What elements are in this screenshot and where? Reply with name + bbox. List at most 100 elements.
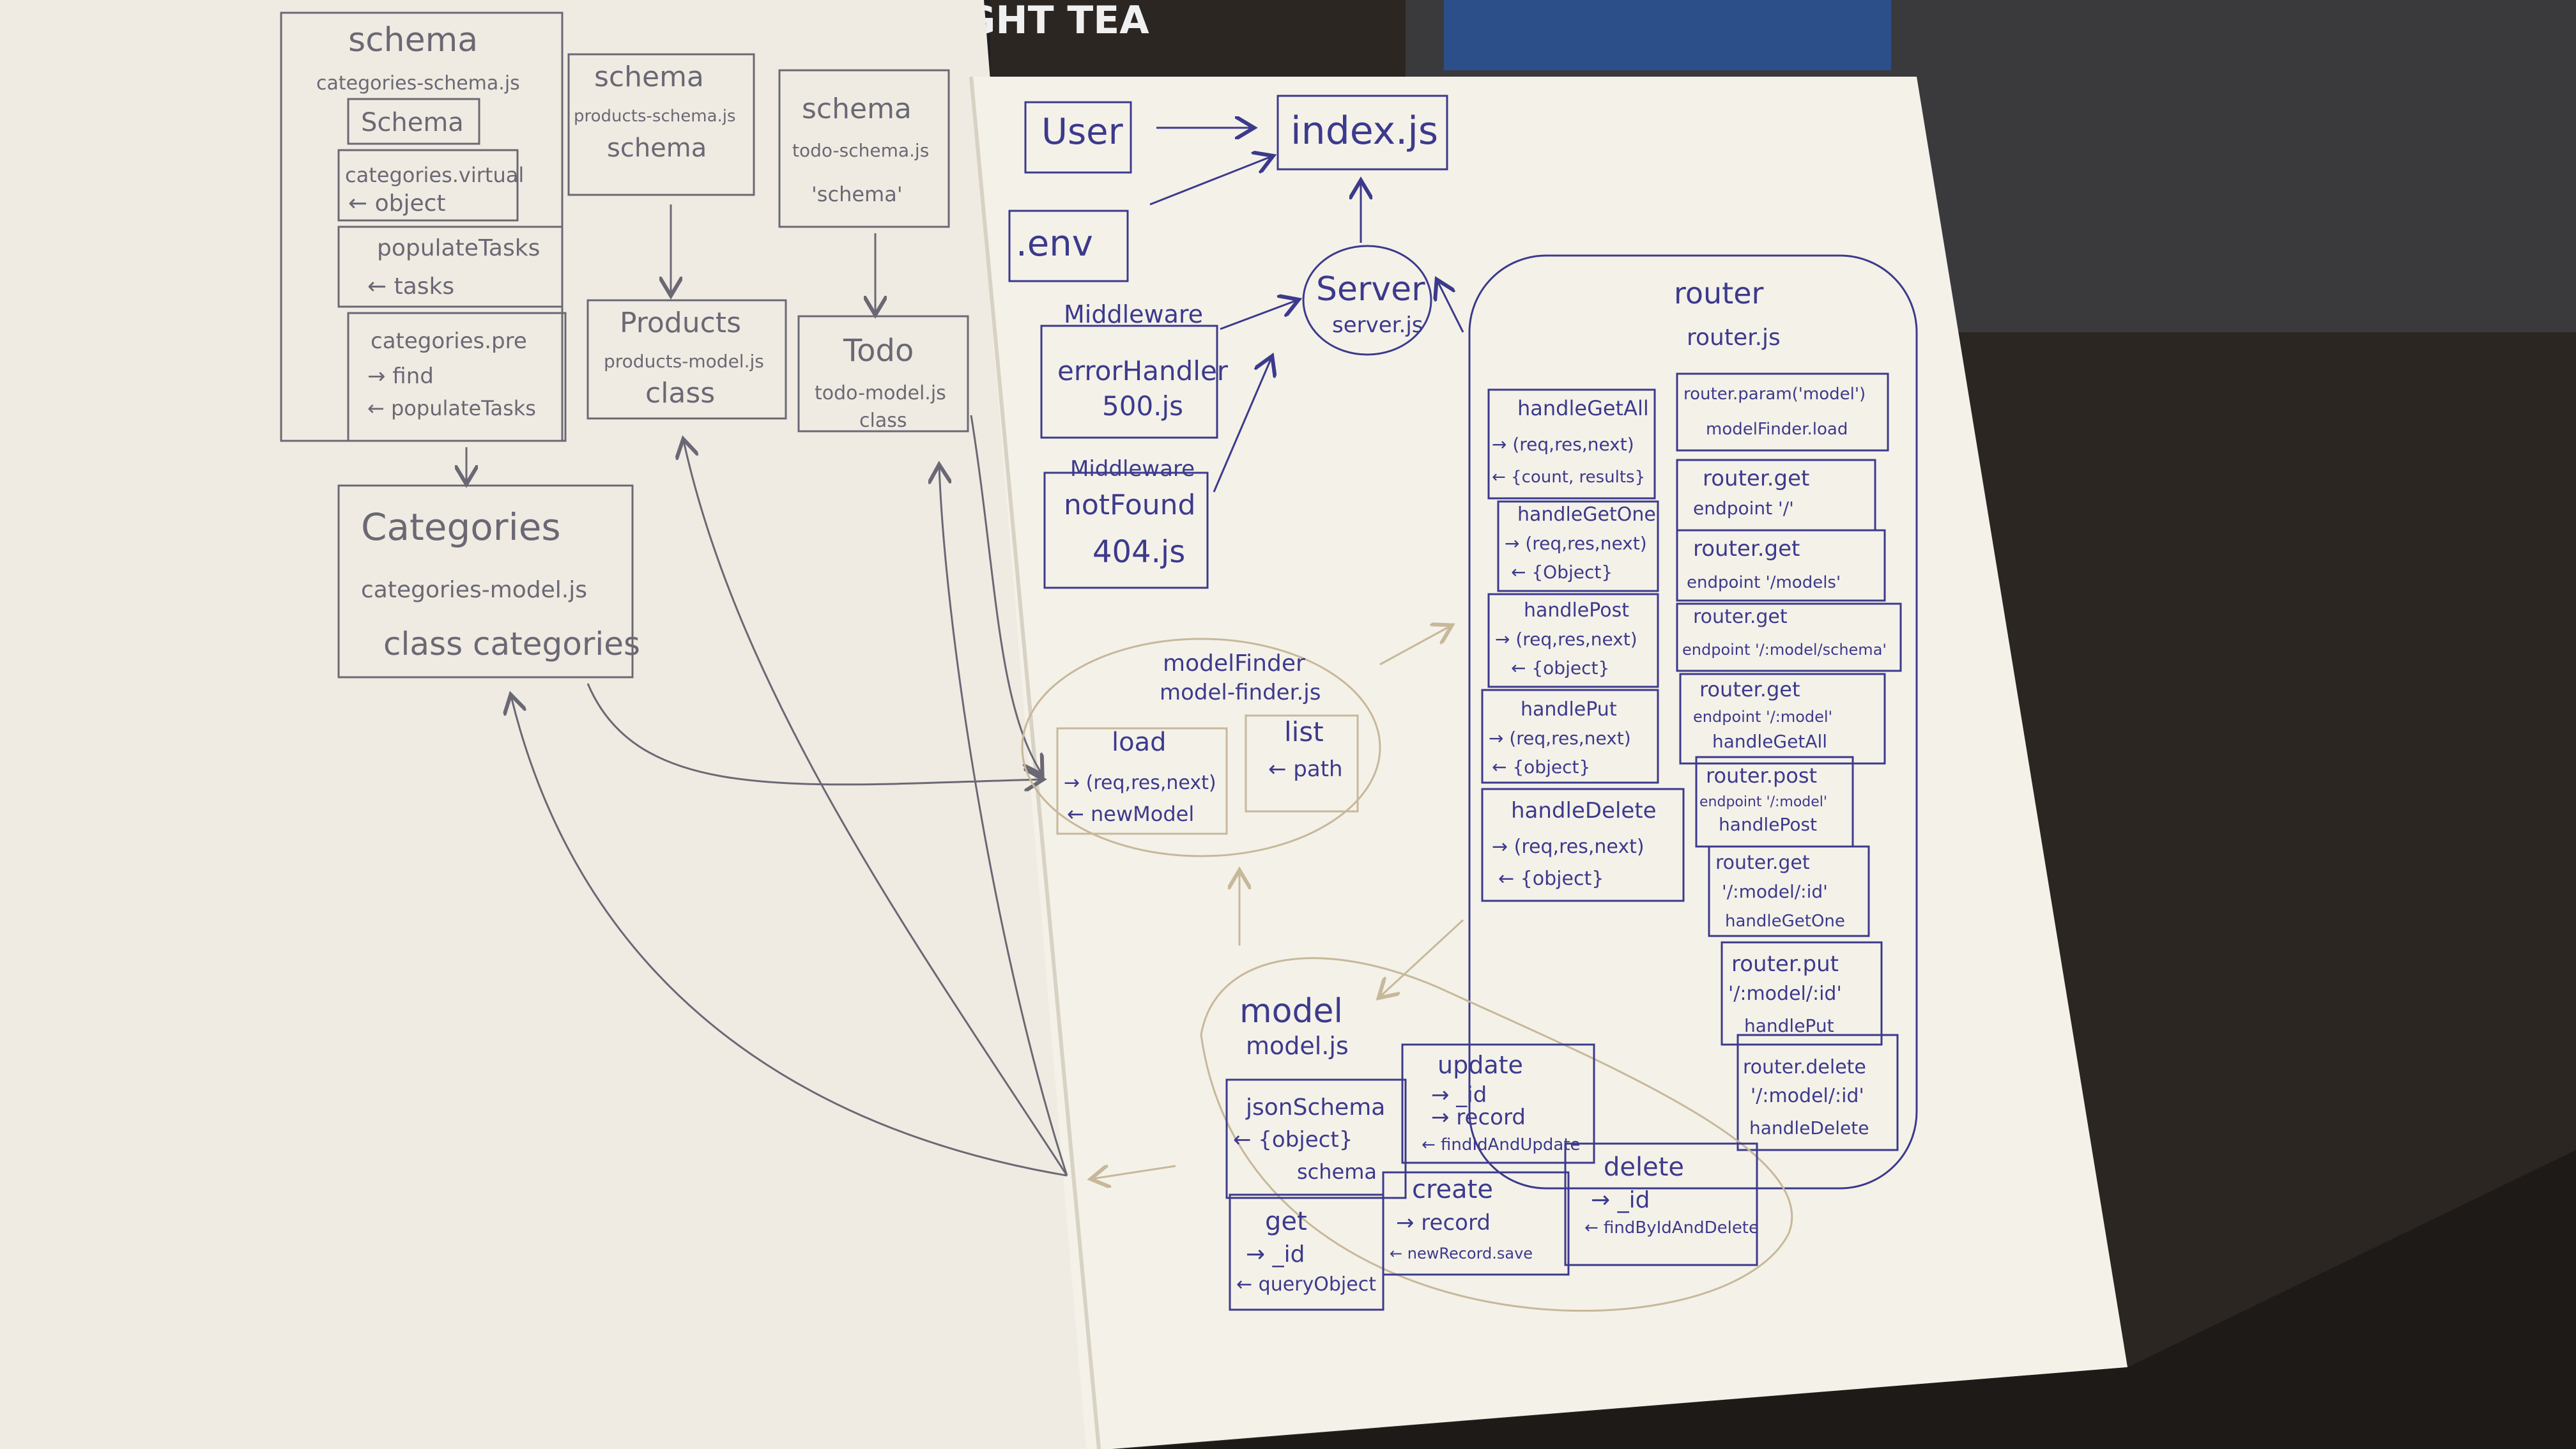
foreground-shadow xyxy=(1124,1150,2576,1449)
route-put: router.put'/:model/:id'handlePut xyxy=(1728,951,1842,1036)
svg-text:→ (req,res,next): → (req,res,next) xyxy=(1492,434,1634,455)
svg-text:endpoint '/': endpoint '/' xyxy=(1693,498,1794,519)
svg-text:handlePut: handlePut xyxy=(1744,1015,1834,1036)
index-label: index.js xyxy=(1291,109,1438,153)
svg-text:handleDelete: handleDelete xyxy=(1749,1117,1869,1138)
svg-text:← {object}: ← {object} xyxy=(1498,868,1604,890)
handler-post: handlePost→ (req,res,next)← {object} xyxy=(1495,599,1637,678)
svg-text:← {count, results}: ← {count, results} xyxy=(1492,468,1645,487)
delete-ret: ← findByIdAndDelete xyxy=(1584,1218,1759,1238)
pencil-arrows xyxy=(466,204,1068,1177)
categories-schema-title: schema xyxy=(348,21,478,59)
svg-text:router.get: router.get xyxy=(1703,466,1809,491)
update-arg-id: → _id xyxy=(1431,1082,1487,1108)
route-delete: router.delete '/:model/:id' handleDelete xyxy=(1743,1056,1869,1138)
svg-text:router.get: router.get xyxy=(1715,852,1810,874)
error-mw-heading: Middleware xyxy=(1064,300,1203,328)
categories-schema-label: Schema xyxy=(361,108,464,137)
svg-text:← {object}: ← {object} xyxy=(1511,657,1609,678)
todo-schema-label: 'schema' xyxy=(811,182,903,206)
svg-text:router.get: router.get xyxy=(1699,677,1800,702)
svg-text:handlePost: handlePost xyxy=(1719,814,1817,835)
delete-method: delete xyxy=(1604,1153,1684,1182)
todo-model-file: todo-model.js xyxy=(815,382,946,404)
left-page-text: schema categories-schema.js Schema categ… xyxy=(316,21,946,663)
update-ret: ← findIdAndUpdate xyxy=(1422,1135,1581,1154)
svg-text:router.delete: router.delete xyxy=(1743,1056,1866,1078)
svg-text:→ (req,res,next): → (req,res,next) xyxy=(1505,533,1647,554)
left-page xyxy=(0,0,1099,1449)
jsonschema-ret: ← {object} xyxy=(1233,1127,1353,1153)
products-model-class: class xyxy=(645,377,715,410)
modelfinder-shapes xyxy=(1021,626,1793,1312)
get-ret: ← queryObject xyxy=(1236,1273,1376,1296)
create-method: create xyxy=(1412,1175,1493,1204)
svg-text:'/:model/:id': '/:model/:id' xyxy=(1722,881,1828,902)
ink-boxes xyxy=(1008,95,1918,1190)
products-model-file: products-model.js xyxy=(604,351,764,372)
handler-delete: handleDelete→ (req,res,next)← {object} xyxy=(1492,798,1657,890)
svg-text:endpoint '/:model/schema': endpoint '/:model/schema' xyxy=(1682,641,1887,659)
route-getall: router.get endpoint '/:model' handleGetAll xyxy=(1693,677,1832,752)
svg-text:endpoint '/models': endpoint '/models' xyxy=(1687,573,1841,592)
route-list: router.param('model')modelFinder.load ro… xyxy=(1682,385,1887,1138)
handler-list: handleGetAll → (req,res,next) ← {count, re… xyxy=(1489,396,1657,890)
svg-text:handleGetAll: handleGetAll xyxy=(1517,396,1649,420)
categories-pre: categories.pre xyxy=(371,328,527,354)
svg-text:← {object}: ← {object} xyxy=(1492,756,1590,778)
populate-tasks: populateTasks xyxy=(377,235,540,261)
modelfinder-text: modelFinder model-finder.js load → (req,… xyxy=(1064,650,1343,826)
route-post: router.post endpoint '/:model' handlePost xyxy=(1699,763,1827,835)
modelfinder-title: modelFinder xyxy=(1163,650,1305,677)
list-ret: ← path xyxy=(1268,756,1343,782)
populate-tasks-ret: ← tasks xyxy=(367,273,454,300)
handler-getall: handleGetAll → (req,res,next) ← {count, re… xyxy=(1492,396,1649,487)
products-schema-file: products-schema.js xyxy=(574,107,736,126)
svg-text:→ (req,res,next): → (req,res,next) xyxy=(1489,728,1631,749)
route-schema: router.get endpoint '/:model/schema' xyxy=(1682,606,1887,659)
products-model-title: Products xyxy=(620,307,741,339)
right-page xyxy=(971,77,2128,1449)
notfound-file: 404.js xyxy=(1092,534,1185,570)
model-file: model.js xyxy=(1246,1032,1349,1060)
categories-model-title: Categories xyxy=(361,505,561,549)
categories-virtual: categories.virtual xyxy=(345,163,524,187)
error-handler-name: errorHandler xyxy=(1057,355,1229,387)
user-label: User xyxy=(1041,111,1124,153)
route-boxes xyxy=(1676,372,1902,1151)
router-file: router.js xyxy=(1687,325,1781,351)
handler-boxes xyxy=(1481,388,1685,902)
svg-text:router.post: router.post xyxy=(1706,763,1817,788)
env-label: .env xyxy=(1016,223,1093,264)
update-arg-record: → record xyxy=(1431,1105,1526,1130)
svg-text:→ (req,res,next): → (req,res,next) xyxy=(1492,836,1644,858)
svg-text:handleGetAll: handleGetAll xyxy=(1712,731,1827,752)
categories-pre-arg: → find xyxy=(367,364,434,389)
delete-arg: → _id xyxy=(1591,1187,1650,1213)
categories-schema-file: categories-schema.js xyxy=(316,72,520,95)
laptop-screen xyxy=(1444,0,1891,70)
svg-text:router.get: router.get xyxy=(1693,606,1788,628)
todo-schema-file: todo-schema.js xyxy=(792,140,929,161)
model-text: model model.js jsonSchema ← {object} sch… xyxy=(1233,992,1759,1296)
svg-text:router.put: router.put xyxy=(1731,951,1839,977)
ink-arrows xyxy=(1149,128,1464,493)
load-ret: ← newModel xyxy=(1067,802,1194,826)
router-title: router xyxy=(1674,276,1764,310)
svg-text:handleGetOne: handleGetOne xyxy=(1725,912,1845,931)
svg-text:router.param('model'): router.param('model') xyxy=(1683,385,1866,404)
create-arg: → record xyxy=(1396,1210,1491,1236)
jsonschema-sub: schema xyxy=(1297,1160,1377,1184)
handler-put: handlePut→ (req,res,next)← {object} xyxy=(1489,698,1631,778)
model-title: model xyxy=(1239,992,1343,1031)
notfound-mw-heading: Middleware xyxy=(1070,456,1195,482)
create-ret: ← newRecord.save xyxy=(1390,1245,1533,1262)
svg-text:endpoint '/:model': endpoint '/:model' xyxy=(1699,794,1827,810)
svg-text:endpoint '/:model': endpoint '/:model' xyxy=(1693,708,1832,726)
todo-model-class: class xyxy=(859,410,907,432)
categories-pre-ret: ← populateTasks xyxy=(367,396,536,420)
svg-text:'/:model/:id': '/:model/:id' xyxy=(1751,1085,1864,1107)
get-arg: → _id xyxy=(1246,1241,1305,1268)
